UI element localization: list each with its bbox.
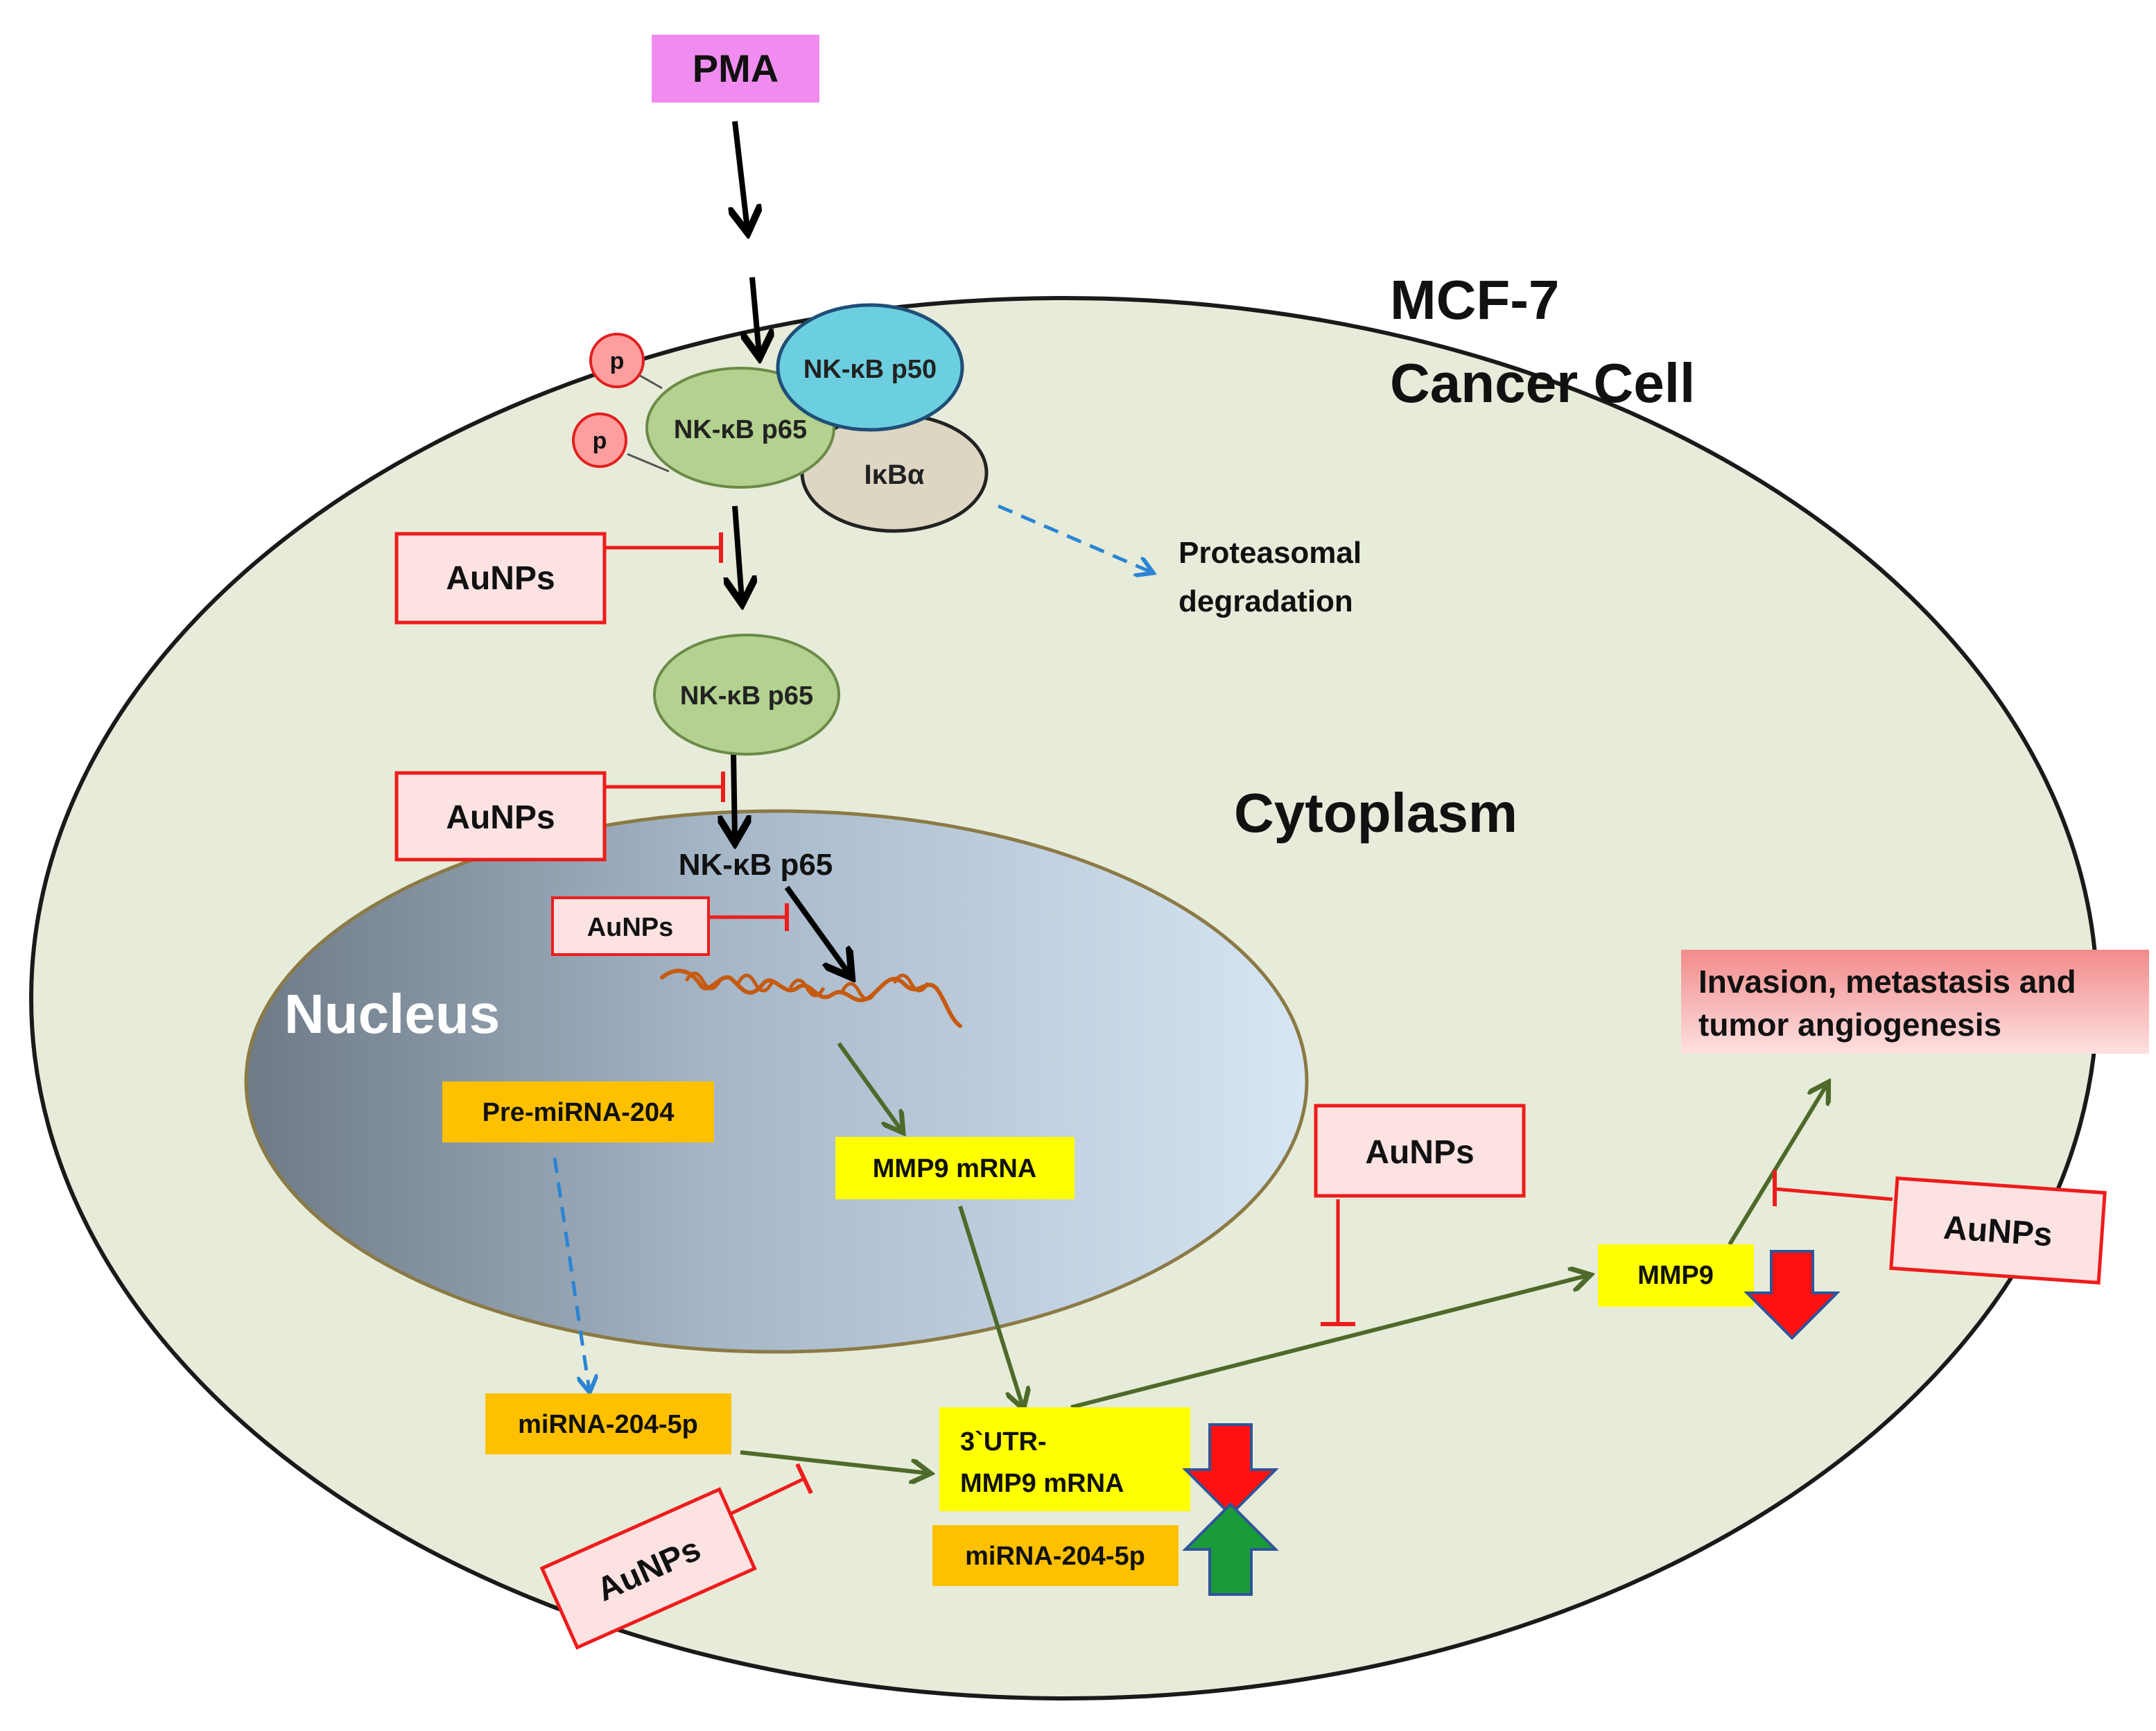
pma-label: PMA xyxy=(693,46,779,90)
cell-title-line1: MCF-7 xyxy=(1390,269,1559,331)
aunps-inhibitor-6: AuNPs xyxy=(539,1463,813,1650)
aunps-label-5: AuNPs xyxy=(1942,1210,2054,1254)
outcome-line1: Invasion, metastasis and xyxy=(1698,964,2076,1000)
arrow-p65-nucleus xyxy=(733,751,735,839)
aunps-label-2: AuNPs xyxy=(446,799,555,836)
aunps-inhibitor-1: AuNPs xyxy=(394,532,723,625)
aunps-label-4: AuNPs xyxy=(1365,1134,1474,1171)
down-arrow-mmp9-icon xyxy=(1744,1250,1841,1340)
arrow-pma-in xyxy=(735,121,747,229)
dna-strand xyxy=(660,968,962,1028)
p65-free-oval xyxy=(653,634,840,756)
phosphate-1 xyxy=(589,333,645,388)
phosphate-2-label: p xyxy=(593,428,607,454)
phosphate-2 xyxy=(572,412,627,468)
arrow-p65-dna xyxy=(784,885,849,974)
arrow-pma-complex xyxy=(752,277,759,354)
pre-mirna-box xyxy=(442,1081,714,1142)
utr-mmp9-box xyxy=(939,1407,1190,1511)
cytoplasm-label: Cytoplasm xyxy=(1234,782,1518,844)
mirna-204-up-box xyxy=(932,1525,1179,1586)
phosphate-1-label: p xyxy=(610,348,625,374)
p65-nuclear-label: NK-κB p65 xyxy=(679,848,833,882)
degradation-line2: degradation xyxy=(1179,584,1353,618)
mmp9-box xyxy=(1598,1244,1754,1307)
arrow-mmp9-outcome xyxy=(1728,1085,1827,1246)
pre-mirna-label: Pre-miRNA-204 xyxy=(483,1098,675,1127)
outcome-box xyxy=(1681,950,2149,1054)
degradation-line1: Proteasomal xyxy=(1179,536,1362,570)
aunps-label-1: AuNPs xyxy=(446,560,555,597)
mirna-204-up-label: miRNA-204-5p xyxy=(965,1542,1145,1571)
arrow-dna-mmp9mrna xyxy=(837,1042,901,1130)
arrow-mirna-utr xyxy=(740,1450,928,1473)
dna-strand-loops xyxy=(684,971,930,1001)
outcome-line2: tumor angiogenesis xyxy=(1698,1007,2001,1043)
nucleus-label: Nucleus xyxy=(284,983,500,1045)
up-arrow-mirna-icon xyxy=(1182,1502,1279,1596)
phospho-link-1 xyxy=(637,373,663,390)
utr-mmp9-line2: MMP9 mRNA xyxy=(960,1469,1124,1498)
arrow-pre-mirna-processing xyxy=(553,1157,589,1390)
aunps-inhibitor-4: AuNPs xyxy=(1314,1104,1526,1326)
cell-title-line2: Cancer Cell xyxy=(1390,352,1695,414)
down-arrow-utr-icon xyxy=(1182,1423,1279,1517)
mirna-204-label: miRNA-204-5p xyxy=(518,1410,698,1439)
p65-free-label: NK-κB p65 xyxy=(680,681,813,711)
p50-label: NK-κB p50 xyxy=(803,355,937,384)
pma-box xyxy=(652,35,819,103)
arrow-complex-p65 xyxy=(735,505,742,600)
aunps-label-3: AuNPs xyxy=(587,913,674,942)
mmp9-mrna-box xyxy=(835,1137,1075,1199)
ikba-label: IκBα xyxy=(864,460,925,490)
mmp9-mrna-label: MMP9 mRNA xyxy=(873,1154,1036,1183)
aunps-inhibitor-5: AuNPs xyxy=(1773,1170,2107,1285)
arrow-utr-mmp9 xyxy=(1070,1276,1588,1409)
aunps-inhibitor-3: AuNPs xyxy=(551,896,789,956)
p65-oval xyxy=(645,367,835,489)
mmp9-label: MMP9 xyxy=(1637,1261,1714,1290)
utr-mmp9-line1: 3`UTR- xyxy=(960,1427,1047,1456)
p65-label: NK-κB p65 xyxy=(674,415,807,444)
arrow-degradation xyxy=(998,504,1151,572)
mirna-204-box xyxy=(485,1393,731,1454)
p50-oval xyxy=(776,303,964,432)
phospho-link-2 xyxy=(627,453,670,473)
nucleus xyxy=(244,809,1309,1354)
arrow-mmp9mrna-utr xyxy=(958,1206,1023,1406)
aunps-inhibitor-2: AuNPs xyxy=(394,771,725,862)
